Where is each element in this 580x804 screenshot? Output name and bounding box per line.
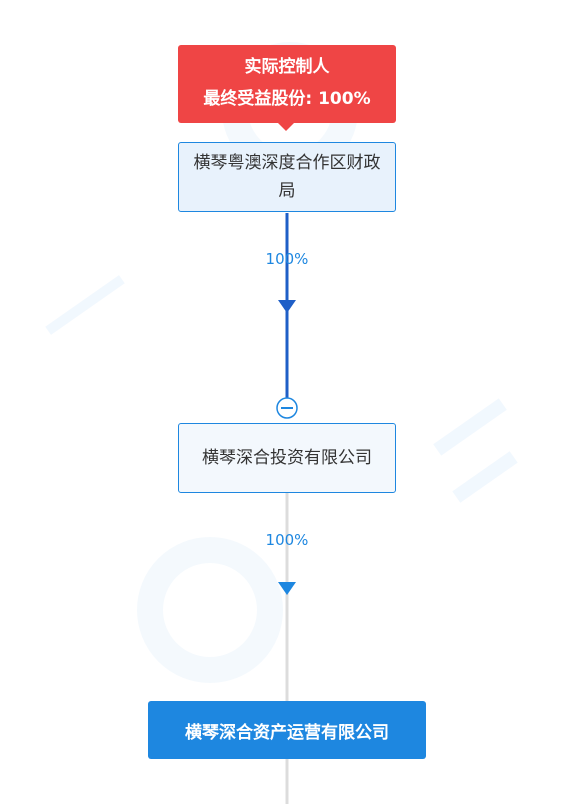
controller-tag-pointer	[278, 123, 294, 131]
edge-percent-2: 100%	[265, 531, 309, 549]
node-label: 横琴深合投资有限公司	[202, 448, 372, 468]
controller-tag-title: 实际控制人	[244, 57, 330, 77]
edge-arrow-1	[278, 300, 296, 313]
node-investment-company[interactable]: 横琴深合投资有限公司	[178, 423, 396, 493]
edge-arrow-2	[278, 582, 296, 595]
node-label: 横琴深合资产运营有限公司	[185, 722, 389, 743]
controller-tag-share: 最终受益股份: 100%	[203, 89, 371, 109]
edge-percent-1: 100%	[265, 250, 309, 268]
node-finance-bureau[interactable]: 横琴粤澳深度合作区财政局	[178, 142, 396, 212]
controller-tag: 实际控制人 最终受益股份: 100%	[178, 45, 396, 131]
node-target-company[interactable]: 横琴深合资产运营有限公司	[148, 701, 426, 759]
node-label: 横琴粤澳深度合作区财政局	[193, 153, 381, 201]
